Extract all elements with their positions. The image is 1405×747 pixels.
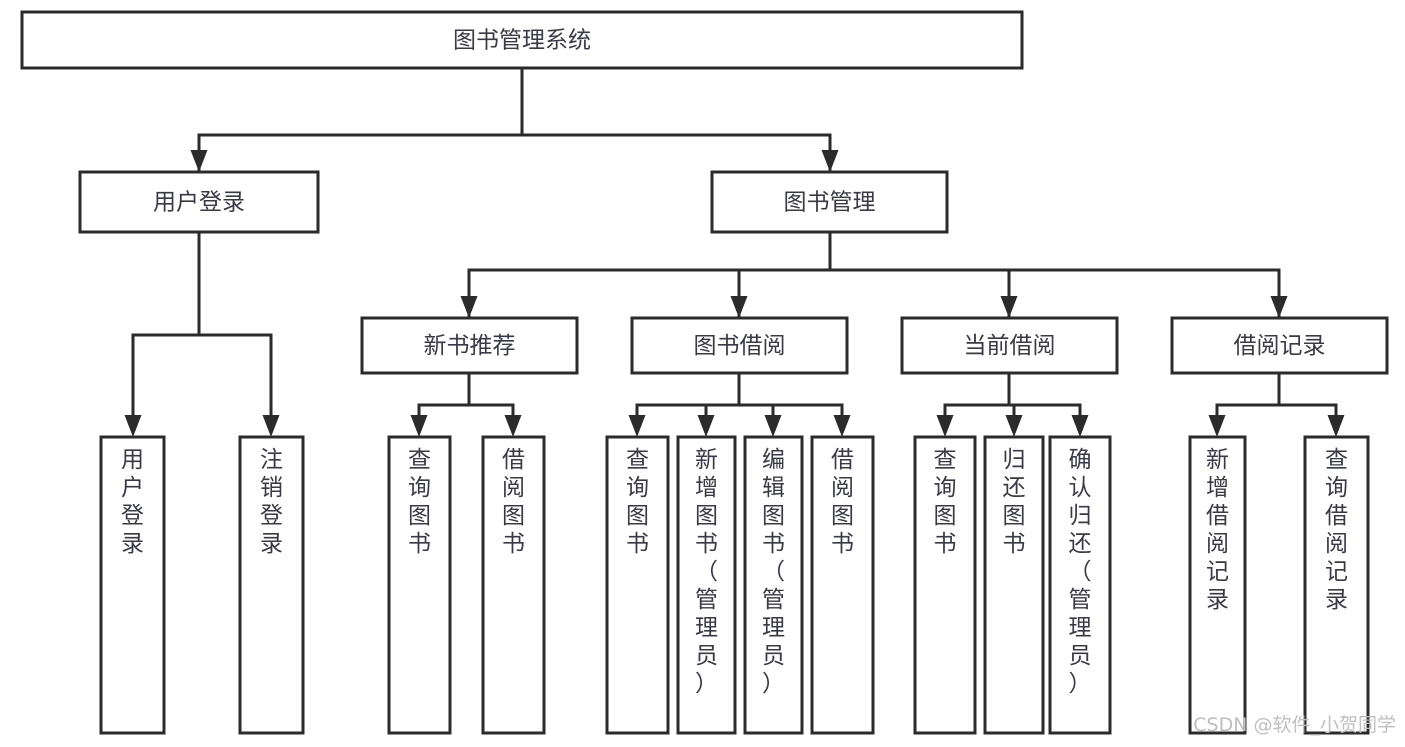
node-login[interactable]: 用户登录 (78, 170, 320, 234)
node-leaf7[interactable]: 编辑图书（管理员） (743, 435, 804, 735)
node-label-leaf7: 编辑图书（管理员） (762, 447, 785, 697)
node-label-leaf5: 查询图书 (626, 447, 649, 557)
arrow-current-head (1000, 296, 1018, 318)
node-label-leaf2: 注销登录 (260, 447, 283, 557)
node-box-leaf3[interactable] (387, 435, 452, 735)
node-box-leaf13[interactable] (1303, 435, 1370, 735)
arrow-records-head (1270, 296, 1288, 318)
node-box-newbook[interactable] (360, 316, 579, 375)
node-leaf12[interactable]: 新增借阅记录 (1188, 435, 1247, 735)
node-label-leaf10: 归还图书 (1003, 447, 1026, 557)
arrow-leaf3-head (410, 415, 428, 437)
node-leaf3[interactable]: 查询图书 (387, 435, 452, 735)
node-label-leaf1: 用户登录 (121, 447, 144, 557)
arrow-leaf13-head (1327, 415, 1345, 437)
arrow-leaf12-head (1208, 415, 1226, 437)
node-layer: 图书管理系统用户登录图书管理新书推荐图书借阅当前借阅借阅记录用户登录注销登录查询… (20, 10, 1389, 735)
node-root[interactable]: 图书管理系统 (20, 10, 1024, 70)
node-box-leaf4[interactable] (481, 435, 546, 735)
arrow-leaf9-head (936, 415, 954, 437)
arrow-leaf10-head (1005, 415, 1023, 437)
node-label-bookmgmt: 图书管理 (784, 190, 876, 216)
node-leaf10[interactable]: 归还图书 (983, 435, 1045, 735)
node-label-borrow: 图书借阅 (694, 333, 786, 359)
node-label-leaf9: 查询图书 (934, 447, 957, 557)
node-label-leaf11: 确认归还（管理员） (1069, 447, 1092, 697)
node-box-login[interactable] (78, 170, 320, 234)
node-bookmgmt[interactable]: 图书管理 (710, 170, 949, 234)
node-box-root[interactable] (20, 10, 1024, 70)
arrow-leaf4-head (504, 415, 522, 437)
arrow-login-head (190, 150, 208, 172)
node-newbook[interactable]: 新书推荐 (360, 316, 579, 375)
connector-layer (124, 66, 1345, 437)
arrow-leaf1-head (124, 415, 142, 437)
node-label-root: 图书管理系统 (453, 28, 591, 54)
node-label-leaf12: 新增借阅记录 (1206, 447, 1229, 613)
node-leaf9[interactable]: 查询图书 (913, 435, 977, 735)
node-box-leaf5[interactable] (605, 435, 670, 735)
node-label-leaf4: 借阅图书 (502, 447, 525, 557)
arrow-leaf8-head (833, 415, 851, 437)
node-current[interactable]: 当前借阅 (900, 316, 1119, 375)
arrow-bookmgmt-head (821, 150, 839, 172)
node-leaf8[interactable]: 借阅图书 (810, 435, 875, 735)
node-label-records: 借阅记录 (1234, 333, 1326, 359)
arrow-leaf11-head (1071, 415, 1089, 437)
node-label-leaf13: 查询借阅记录 (1325, 447, 1348, 613)
node-box-leaf6[interactable] (676, 435, 737, 735)
node-leaf11[interactable]: 确认归还（管理员） (1048, 435, 1112, 735)
node-label-leaf8: 借阅图书 (831, 447, 854, 557)
node-records[interactable]: 借阅记录 (1170, 316, 1389, 375)
node-leaf1[interactable]: 用户登录 (99, 435, 166, 735)
node-box-leaf12[interactable] (1188, 435, 1247, 735)
node-label-current: 当前借阅 (964, 333, 1056, 359)
node-box-bookmgmt[interactable] (710, 170, 949, 234)
node-box-leaf11[interactable] (1048, 435, 1112, 735)
node-box-leaf8[interactable] (810, 435, 875, 735)
node-box-leaf1[interactable] (99, 435, 166, 735)
node-box-leaf2[interactable] (238, 435, 305, 735)
node-box-leaf10[interactable] (983, 435, 1045, 735)
arrow-leaf2-head (262, 415, 280, 437)
node-leaf5[interactable]: 查询图书 (605, 435, 670, 735)
node-leaf13[interactable]: 查询借阅记录 (1303, 435, 1370, 735)
csdn-watermark: CSDN @软件_小贺同学 (1193, 714, 1396, 736)
node-label-newbook: 新书推荐 (424, 333, 516, 359)
node-box-borrow[interactable] (630, 316, 849, 375)
node-leaf2[interactable]: 注销登录 (238, 435, 305, 735)
node-box-leaf7[interactable] (743, 435, 804, 735)
arrow-leaf5-head (628, 415, 646, 437)
node-box-current[interactable] (900, 316, 1119, 375)
node-leaf6[interactable]: 新增图书（管理员） (676, 435, 737, 735)
node-borrow[interactable]: 图书借阅 (630, 316, 849, 375)
node-label-leaf3: 查询图书 (408, 447, 431, 557)
arrow-leaf7-head (764, 415, 782, 437)
arrow-borrow-head (730, 296, 748, 318)
node-leaf4[interactable]: 借阅图书 (481, 435, 546, 735)
node-box-leaf9[interactable] (913, 435, 977, 735)
node-label-login: 用户登录 (153, 190, 245, 216)
node-label-leaf6: 新增图书（管理员） (695, 447, 718, 697)
arrow-newbook-head (460, 296, 478, 318)
node-box-records[interactable] (1170, 316, 1389, 375)
arrow-leaf6-head (697, 415, 715, 437)
